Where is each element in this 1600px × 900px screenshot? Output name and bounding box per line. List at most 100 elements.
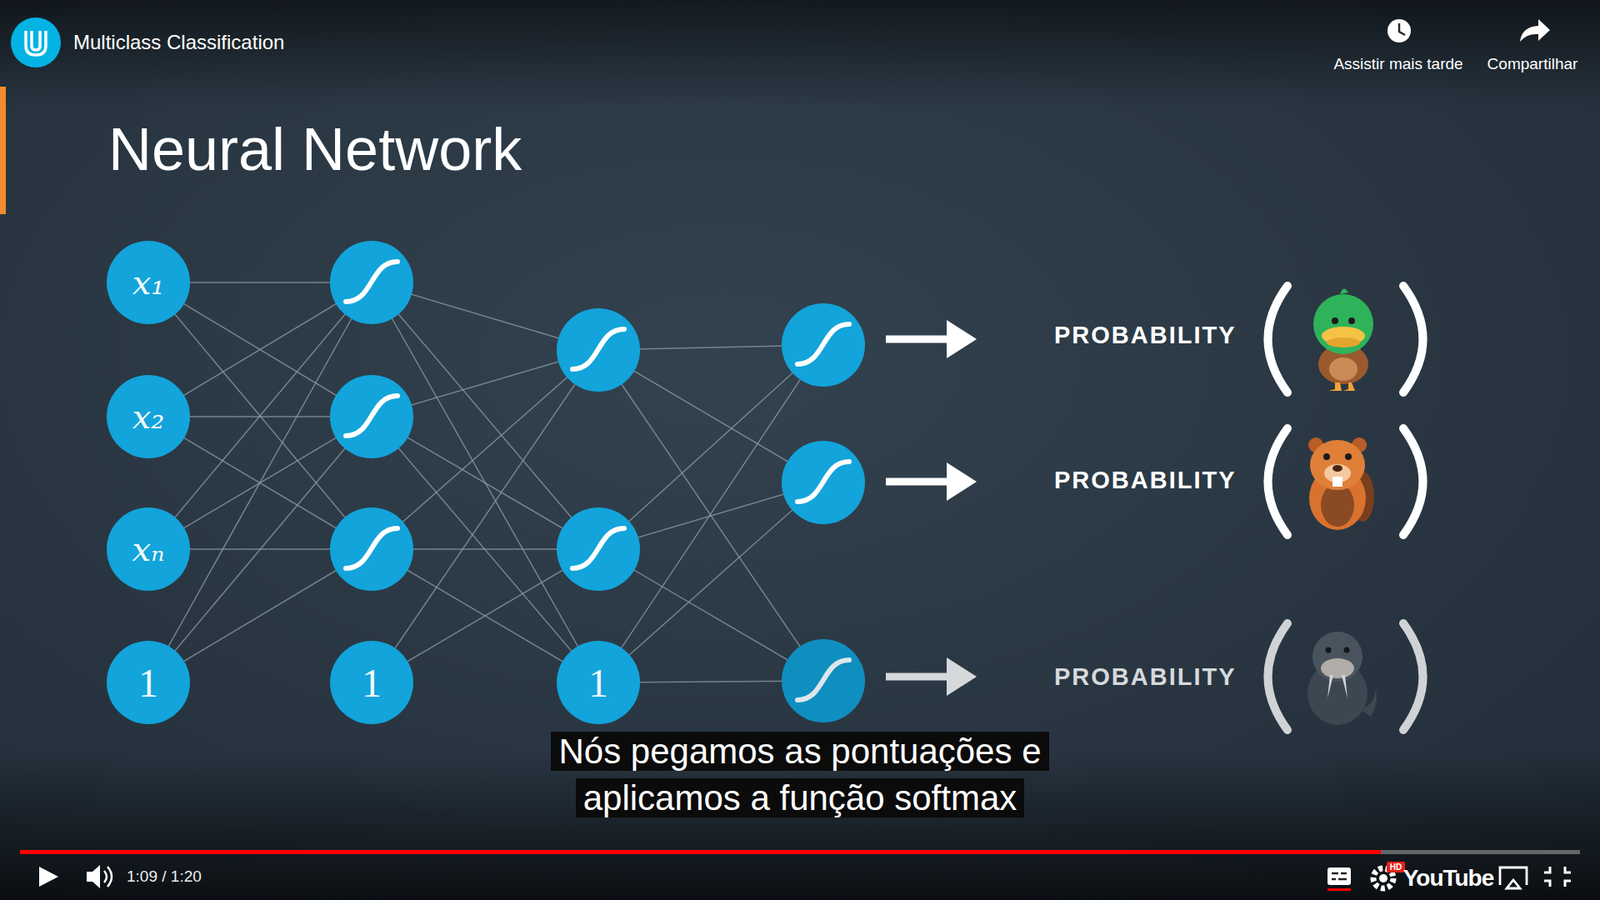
duck-belly	[1329, 357, 1358, 381]
sigmoid-curve	[345, 528, 398, 569]
unit-circle	[781, 639, 865, 723]
arrow-shaft	[885, 335, 953, 344]
walrus-flipper	[1360, 688, 1377, 717]
airplay-icon	[1500, 867, 1527, 889]
sigmoid-unit	[781, 303, 865, 387]
progress-played	[20, 850, 1381, 855]
logo-mark	[25, 30, 46, 55]
beaver-nose	[1332, 465, 1343, 472]
captions-icon	[1327, 867, 1351, 885]
left-bracket	[1268, 285, 1289, 393]
input-label: x₁	[132, 263, 165, 302]
arrow-head	[946, 657, 977, 696]
sigmoid-unit	[330, 240, 414, 325]
settings-hub	[1379, 874, 1388, 883]
walrus-eye	[1344, 647, 1350, 654]
beaver-eye	[1345, 453, 1352, 460]
bias-unit: 1	[556, 640, 640, 725]
youtube-logo: YouTube	[1403, 865, 1495, 892]
walrus-illustration	[1307, 631, 1377, 725]
logo-circle	[10, 17, 61, 68]
clock-hands	[1399, 23, 1405, 35]
duck-feet	[1328, 382, 1355, 391]
sigmoid-curve	[345, 261, 398, 302]
weight-wire	[148, 282, 372, 683]
progress-track	[20, 850, 1580, 855]
sigmoid-curve	[797, 660, 850, 700]
weight-wire	[598, 345, 824, 683]
arrow-shaft	[885, 673, 953, 681]
weight-wire	[598, 482, 824, 683]
duck-head	[1313, 294, 1374, 355]
right-bracket	[1403, 623, 1424, 730]
bottom-shade	[0, 750, 1600, 900]
unit-circle	[556, 308, 640, 392]
watch-later-icon	[1387, 19, 1411, 43]
right-bracket	[1403, 285, 1424, 393]
exit-fullscreen-icon	[1544, 866, 1571, 887]
share-label: Compartilhar	[1487, 55, 1579, 74]
share-icon	[1520, 19, 1550, 42]
walrus-eye	[1325, 647, 1332, 654]
clock-face	[1387, 19, 1411, 43]
sigmoid-unit	[781, 440, 865, 525]
sigmoid-unit	[556, 507, 640, 591]
unit-circle	[330, 240, 414, 325]
accent-bar	[0, 86, 6, 215]
hd-badge	[1386, 861, 1405, 873]
left-bracket	[1268, 623, 1289, 730]
weight-wire	[598, 345, 824, 550]
unit-circle	[781, 303, 865, 387]
unit-circle	[556, 507, 640, 591]
duck-tuft	[1340, 288, 1349, 295]
time-display: 1:09 / 1:20	[126, 867, 202, 886]
slide-title: Neural Network	[108, 115, 522, 185]
network-wires	[148, 282, 824, 683]
input-unit: x₁	[106, 240, 190, 325]
duck-eye	[1348, 317, 1355, 325]
sigmoid-unit	[556, 308, 640, 392]
subtitle-text: Nós pegamos as pontuações e aplicamos a …	[558, 731, 1041, 818]
input-unit: x₂	[106, 375, 190, 459]
top-shade	[0, 0, 1600, 109]
duck-eye	[1331, 317, 1339, 325]
brackets	[1268, 285, 1424, 730]
sigmoid-unit	[330, 375, 414, 459]
probability-label: PROBABILITY	[1054, 321, 1237, 350]
video-title: Multiclass Classification	[73, 30, 285, 55]
input-label: x₂	[132, 397, 165, 436]
right-bracket	[1403, 428, 1424, 535]
input-label: xₙ	[132, 530, 165, 569]
walrus-head	[1312, 631, 1363, 682]
captions-lines	[1331, 873, 1347, 880]
arrow-head	[946, 320, 977, 359]
watch-later-label: Assistir mais tarde	[1333, 55, 1463, 74]
hd-label: HD	[1390, 862, 1402, 873]
unit-circle	[781, 440, 865, 525]
volume-icon	[86, 865, 100, 889]
probability-label: PROBABILITY	[1054, 466, 1237, 495]
captions-on	[1327, 888, 1351, 891]
sigmoid-curve	[572, 329, 625, 370]
left-bracket	[1268, 428, 1289, 535]
arrow-head	[946, 462, 977, 501]
beaver-illustration	[1308, 437, 1375, 530]
sigmoid-curve	[572, 528, 625, 569]
bias-unit: 1	[330, 640, 414, 725]
unit-circle	[330, 375, 414, 459]
bias-unit: 1	[106, 640, 190, 725]
beaver-head	[1310, 440, 1365, 490]
beaver-teeth	[1332, 476, 1343, 487]
walrus-muzzle	[1320, 658, 1355, 679]
channel-logo	[10, 17, 61, 68]
play-icon	[39, 866, 59, 887]
output-arrows	[885, 320, 977, 696]
probability-label: PROBABILITY	[1054, 663, 1237, 691]
beaver-eye	[1323, 453, 1330, 460]
volume-waves	[104, 866, 112, 887]
bias-value: 1	[138, 660, 159, 706]
arrow-shaft	[885, 478, 953, 486]
subtitle: Nós pegamos as pontuações e aplicamos a …	[558, 728, 1042, 822]
walrus-tusks	[1327, 675, 1348, 699]
